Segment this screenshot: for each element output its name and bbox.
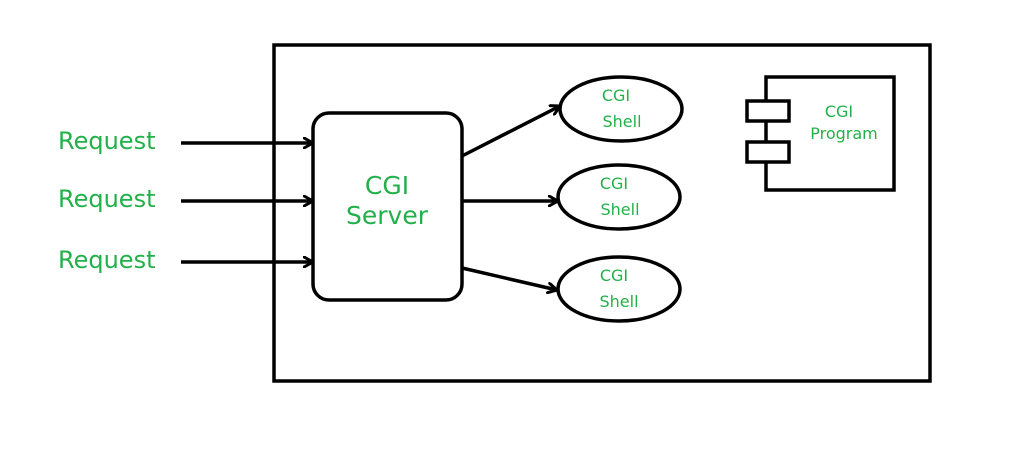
system-boundary bbox=[272, 43, 932, 383]
request-label-1: Request bbox=[58, 127, 156, 155]
shell-arrow-1 bbox=[461, 106, 560, 158]
shell-arrow-3 bbox=[461, 266, 557, 290]
cgi-shell-3 bbox=[556, 255, 682, 323]
component-port-top-icon bbox=[745, 99, 791, 123]
program-label-line1: CGI bbox=[825, 102, 853, 121]
shell-1-label-line1: CGI bbox=[602, 86, 630, 105]
request-label-3: Request bbox=[58, 246, 156, 274]
shell-2-label-line1: CGI bbox=[600, 174, 628, 193]
cgi-server-box bbox=[311, 111, 464, 302]
program-label-line2: Program bbox=[810, 124, 878, 143]
server-label-line1: CGI bbox=[365, 171, 409, 200]
server-label-line2: Server bbox=[346, 201, 429, 230]
shell-3-label-line1: CGI bbox=[600, 266, 628, 285]
component-port-bottom-icon bbox=[745, 140, 791, 164]
request-label-2: Request bbox=[58, 185, 156, 213]
shell-1-label-line2: Shell bbox=[602, 112, 641, 131]
cgi-program-box bbox=[764, 75, 896, 192]
shell-3-label-line2: Shell bbox=[599, 292, 638, 311]
cgi-shell-2 bbox=[556, 163, 682, 231]
cgi-shell-1 bbox=[558, 75, 684, 143]
shell-2-label-line2: Shell bbox=[600, 200, 639, 219]
